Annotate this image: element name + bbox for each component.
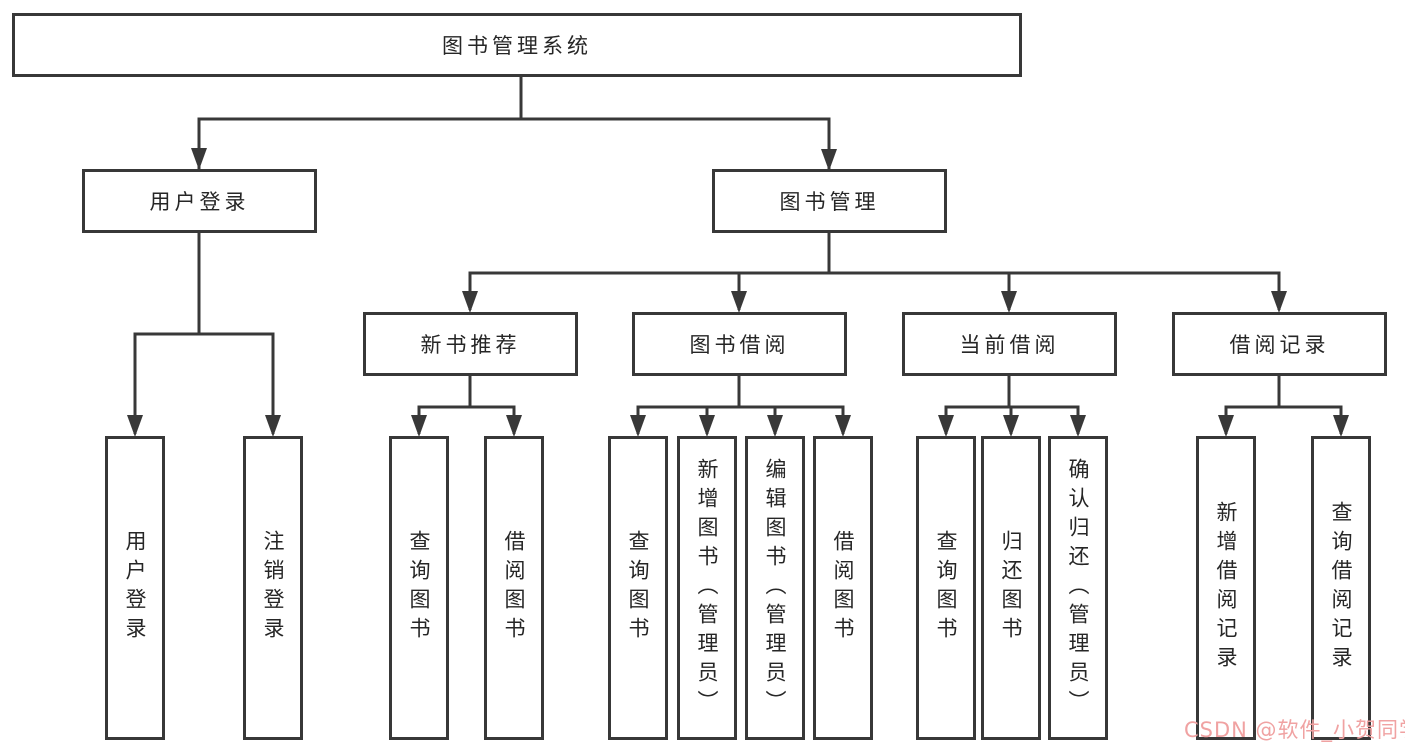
node-user-login: 用户登录 (82, 169, 317, 233)
edge-book-borrow-branch (636, 376, 845, 434)
node-new-book-recommend: 新书推荐 (363, 312, 578, 376)
leaf-current-query-books: 查询图书 (916, 436, 976, 740)
edge-book-mgmt-branch (468, 232, 1281, 310)
edge-current-borrow-branch (944, 376, 1080, 434)
edge-root-branch (197, 117, 831, 170)
edge-borrow-records-branch (1224, 376, 1343, 434)
node-book-borrow-label: 图书借阅 (689, 333, 790, 357)
node-borrow-records: 借阅记录 (1172, 312, 1387, 376)
node-root-system-label: 图书管理系统 (442, 34, 592, 58)
node-book-management-label: 图书管理 (779, 190, 880, 214)
edge-new-book-branch (417, 376, 516, 434)
leaf-current-return-books: 归还图书 (981, 436, 1041, 740)
leaf-current-confirm-return-admin: 确认归还（管理员） (1048, 436, 1108, 740)
leaf-recommend-query-books: 查询图书 (389, 436, 449, 740)
node-current-borrow-label: 当前借阅 (959, 333, 1060, 357)
leaf-records-add-borrow-record: 新增借阅记录 (1196, 436, 1256, 740)
node-current-borrow: 当前借阅 (902, 312, 1117, 376)
edge-user-login-branch (133, 233, 275, 434)
node-user-login-label: 用户登录 (149, 190, 250, 214)
leaf-recommend-borrow-books: 借阅图书 (484, 436, 544, 740)
node-root-system: 图书管理系统 (12, 13, 1022, 77)
leaf-borrow-edit-books-admin: 编辑图书（管理员） (745, 436, 805, 740)
node-borrow-records-label: 借阅记录 (1229, 333, 1330, 357)
node-book-borrow: 图书借阅 (632, 312, 847, 376)
leaf-records-query-borrow-record: 查询借阅记录 (1311, 436, 1371, 740)
node-new-book-recommend-label: 新书推荐 (420, 333, 521, 357)
leaf-borrow-borrow-books: 借阅图书 (813, 436, 873, 740)
node-book-management: 图书管理 (712, 169, 947, 233)
csdn-watermark: CSDN @软件_小贺同学 (1184, 718, 1405, 742)
leaf-logout: 注销登录 (243, 436, 303, 740)
leaf-user-login: 用户登录 (105, 436, 165, 740)
leaf-borrow-query-books: 查询图书 (608, 436, 668, 740)
leaf-borrow-add-books-admin: 新增图书（管理员） (677, 436, 737, 740)
